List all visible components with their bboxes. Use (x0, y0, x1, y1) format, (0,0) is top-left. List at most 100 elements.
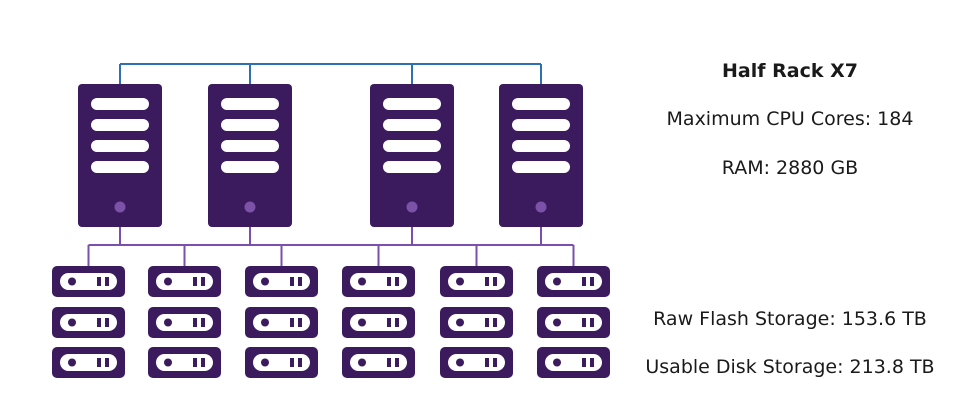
power-led (406, 201, 418, 213)
status-led (261, 318, 269, 327)
status-led (164, 358, 172, 367)
drive-bay (298, 358, 302, 367)
storage-cell (52, 266, 125, 297)
drive-slot (383, 98, 441, 110)
drive-slot (221, 140, 279, 152)
drive-bay (395, 277, 399, 286)
storage-cell (52, 347, 125, 378)
drive-slot (512, 98, 570, 110)
drive-bay (201, 277, 205, 286)
storage-panel (545, 314, 602, 331)
drive-bay (582, 277, 586, 286)
drive-bay (493, 318, 497, 327)
top-network-bus (119, 63, 542, 84)
server-2 (208, 84, 292, 227)
storage-panel (253, 314, 310, 331)
storage-panel (545, 354, 602, 371)
drive-bay (485, 358, 489, 367)
drive-bay (290, 358, 294, 367)
storage-cell (537, 307, 610, 338)
drive-slot (512, 119, 570, 131)
status-led (68, 318, 76, 327)
power-led (244, 201, 256, 213)
server-1 (78, 84, 162, 227)
storage-panel (156, 314, 213, 331)
drive-slot (221, 98, 279, 110)
storage-cell (148, 307, 221, 338)
drive-bay (582, 318, 586, 327)
drive-slot (383, 119, 441, 131)
storage-panel (60, 354, 117, 371)
storage-panel (253, 273, 310, 290)
drive-bay (97, 318, 101, 327)
storage-panel (350, 314, 407, 331)
drive-bay (485, 277, 489, 286)
drive-slot (221, 161, 279, 173)
drive-slot (91, 98, 149, 110)
drive-bay (193, 318, 197, 327)
drive-bay (290, 277, 294, 286)
cpu-cores-spec: Maximum CPU Cores: 184 (666, 108, 914, 130)
drive-bay (201, 318, 205, 327)
storage-panel (448, 273, 505, 290)
storage-cell (245, 347, 318, 378)
drive-slot (91, 140, 149, 152)
drive-bay (97, 277, 101, 286)
storage-cell (52, 307, 125, 338)
status-led (68, 358, 76, 367)
ram-spec: RAM: 2880 GB (721, 157, 859, 179)
flash-storage-spec: Raw Flash Storage: 153.6 TB (653, 308, 927, 330)
storage-cell (440, 266, 513, 297)
storage-cell (342, 347, 415, 378)
storage-panel (350, 354, 407, 371)
status-led (456, 358, 464, 367)
server-3 (370, 84, 454, 227)
drive-bay (201, 358, 205, 367)
status-led (358, 277, 366, 286)
drive-bay (493, 358, 497, 367)
status-led (261, 358, 269, 367)
drive-bay (105, 358, 109, 367)
storage-panel (253, 354, 310, 371)
storage-panel (156, 354, 213, 371)
drive-bay (298, 277, 302, 286)
drive-bay (485, 318, 489, 327)
drive-slot (383, 161, 441, 173)
status-led (456, 318, 464, 327)
status-led (553, 318, 561, 327)
status-led (553, 277, 561, 286)
drive-slot (383, 140, 441, 152)
rack-title: Half Rack X7 (722, 60, 858, 82)
storage-cell (342, 266, 415, 297)
storage-panel (156, 273, 213, 290)
drive-bay (105, 318, 109, 327)
drive-bay (290, 318, 294, 327)
storage-cell (440, 347, 513, 378)
storage-panel (448, 354, 505, 371)
storage-panel (350, 273, 407, 290)
drive-bay (298, 318, 302, 327)
drive-bay (590, 358, 594, 367)
storage-panel (545, 273, 602, 290)
drive-bay (97, 358, 101, 367)
storage-cell (245, 307, 318, 338)
drive-bay (387, 318, 391, 327)
drive-bay (105, 277, 109, 286)
storage-cell (148, 347, 221, 378)
status-led (261, 277, 269, 286)
drive-bay (387, 358, 391, 367)
drive-slot (91, 119, 149, 131)
drive-slot (512, 161, 570, 173)
storage-servers (52, 266, 610, 378)
storage-panel (60, 314, 117, 331)
drive-bay (493, 277, 497, 286)
power-led (535, 201, 547, 213)
disk-storage-spec: Usable Disk Storage: 213.8 TB (645, 356, 935, 378)
storage-cell (537, 266, 610, 297)
storage-panel (448, 314, 505, 331)
storage-cell (537, 347, 610, 378)
drive-bay (395, 318, 399, 327)
status-led (456, 277, 464, 286)
power-led (114, 201, 126, 213)
